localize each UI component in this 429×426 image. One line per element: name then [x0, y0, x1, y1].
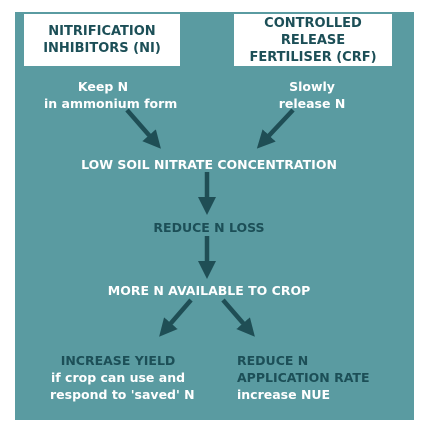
crf-box-line2: FERTILISER (CRF) — [249, 49, 377, 65]
nitrification-inhibitors-box: NITRIFICATION INHIBITORS (NI) — [24, 14, 180, 66]
reduce-n-loss-step: REDUCE N LOSS — [153, 220, 265, 235]
increase-yield-line1: if crop can use and — [50, 370, 186, 385]
crf-effect-line2: release N — [278, 96, 346, 111]
more-n-available-step: MORE N AVAILABLE TO CROP — [107, 283, 311, 298]
arrow-available-to-rate — [221, 298, 255, 337]
flow-arrows — [125, 108, 295, 337]
crf-box-line1: CONTROLLED RELEASE — [264, 15, 362, 48]
crf-effect-text: Slowly release N — [264, 78, 360, 112]
diagram-panel: NITRIFICATION INHIBITORS (NI) CONTROLLED… — [15, 12, 414, 420]
increase-yield-outcome: INCREASE YIELD if crop can use and respo… — [50, 352, 195, 403]
reduce-rate-title-line2: APPLICATION RATE — [237, 370, 370, 385]
ni-box-line1: NITRIFICATION — [48, 24, 156, 39]
ni-effect-line2: in ammonium form — [44, 96, 178, 111]
low-soil-nitrate-step: LOW SOIL NITRATE CONCENTRATION — [81, 157, 337, 172]
crf-effect-line1: Slowly — [289, 79, 335, 94]
reduce-application-rate-outcome: REDUCE N APPLICATION RATE increase NUE — [237, 352, 370, 403]
ni-effect-line1: Keep N — [77, 79, 129, 94]
increase-yield-line2: respond to 'saved' N — [50, 387, 195, 402]
increase-yield-title: INCREASE YIELD — [60, 353, 176, 368]
reduce-rate-line1: increase NUE — [237, 387, 331, 402]
arrow-crf-to-nitrate — [256, 108, 295, 149]
ni-effect-text: Keep N in ammonium form — [44, 78, 178, 112]
ni-box-line2: INHIBITORS (NI) — [43, 41, 161, 56]
arrow-available-to-yield — [159, 298, 193, 337]
controlled-release-fertiliser-box: CONTROLLED RELEASE FERTILISER (CRF) — [234, 14, 392, 66]
reduce-rate-title-line1: REDUCE N — [237, 353, 309, 368]
arrow-ni-to-nitrate — [125, 108, 161, 149]
